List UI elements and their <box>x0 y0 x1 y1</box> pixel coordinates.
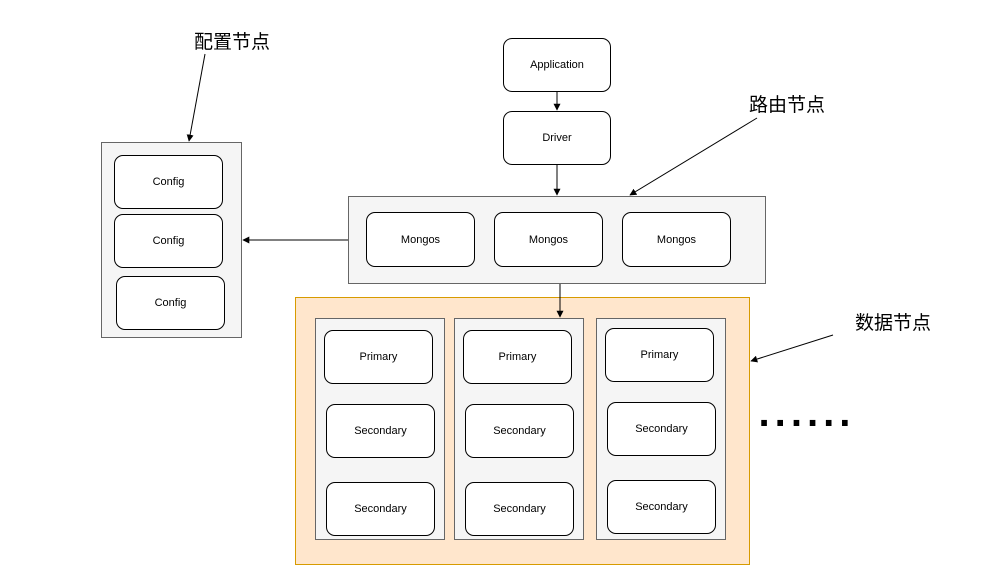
config-node: Config <box>116 276 225 330</box>
router-nodes-label: 路由节点 <box>749 94 826 116</box>
driver-node: Driver <box>503 111 611 165</box>
arrow-router-label <box>629 117 758 196</box>
config-nodes-label: 配置节点 <box>194 31 271 53</box>
arrow-data-label <box>750 334 834 363</box>
config-node: Config <box>114 214 223 268</box>
secondary-node: Secondary <box>326 482 435 536</box>
primary-node: Primary <box>605 328 714 382</box>
config-node: Config <box>114 155 223 209</box>
application-node: Application <box>503 38 611 92</box>
primary-node: Primary <box>463 330 572 384</box>
mongos-node: Mongos <box>366 212 475 267</box>
secondary-node: Secondary <box>326 404 435 458</box>
ellipsis-more-shards: ...... <box>758 396 855 434</box>
mongos-node: Mongos <box>494 212 603 267</box>
secondary-node: Secondary <box>607 480 716 534</box>
arrow-config-label <box>186 53 206 142</box>
secondary-node: Secondary <box>465 404 574 458</box>
secondary-node: Secondary <box>465 482 574 536</box>
data-nodes-label: 数据节点 <box>855 312 932 334</box>
secondary-node: Secondary <box>607 402 716 456</box>
mongos-node: Mongos <box>622 212 731 267</box>
primary-node: Primary <box>324 330 433 384</box>
